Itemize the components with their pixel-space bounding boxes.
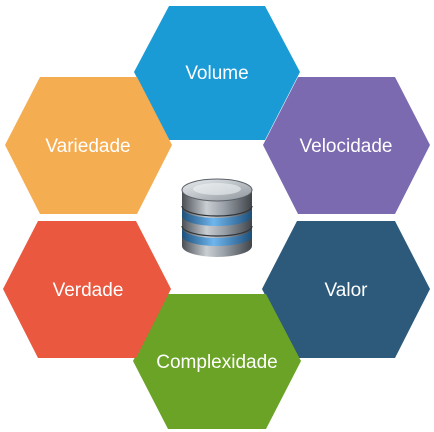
hex-complexidade-shape (133, 294, 301, 429)
hex-valor: Valor (262, 221, 430, 358)
hex-valor-shape (262, 221, 430, 358)
hex-complexidade: Complexidade (133, 294, 301, 429)
hex-variedade-label: Variedade (45, 136, 130, 157)
hex-volume-shape (134, 6, 300, 140)
hex-volume-label: Volume (185, 63, 248, 84)
database-icon (181, 178, 253, 257)
hex-velocidade: Velocidade (263, 77, 430, 214)
hex-valor-label: Valor (325, 280, 369, 301)
hex-verdade-shape (3, 221, 171, 358)
hex-verdade-label: Verdade (53, 280, 124, 301)
hex-complexidade-label: Complexidade (156, 352, 277, 373)
hex-variedade: Variedade (5, 77, 172, 214)
hex-velocidade-label: Velocidade (300, 136, 393, 157)
hex-volume: Volume (134, 6, 300, 140)
hex-variedade-shape (5, 77, 172, 214)
hex-verdade: Verdade (3, 221, 171, 358)
hex-velocidade-shape (263, 77, 430, 214)
